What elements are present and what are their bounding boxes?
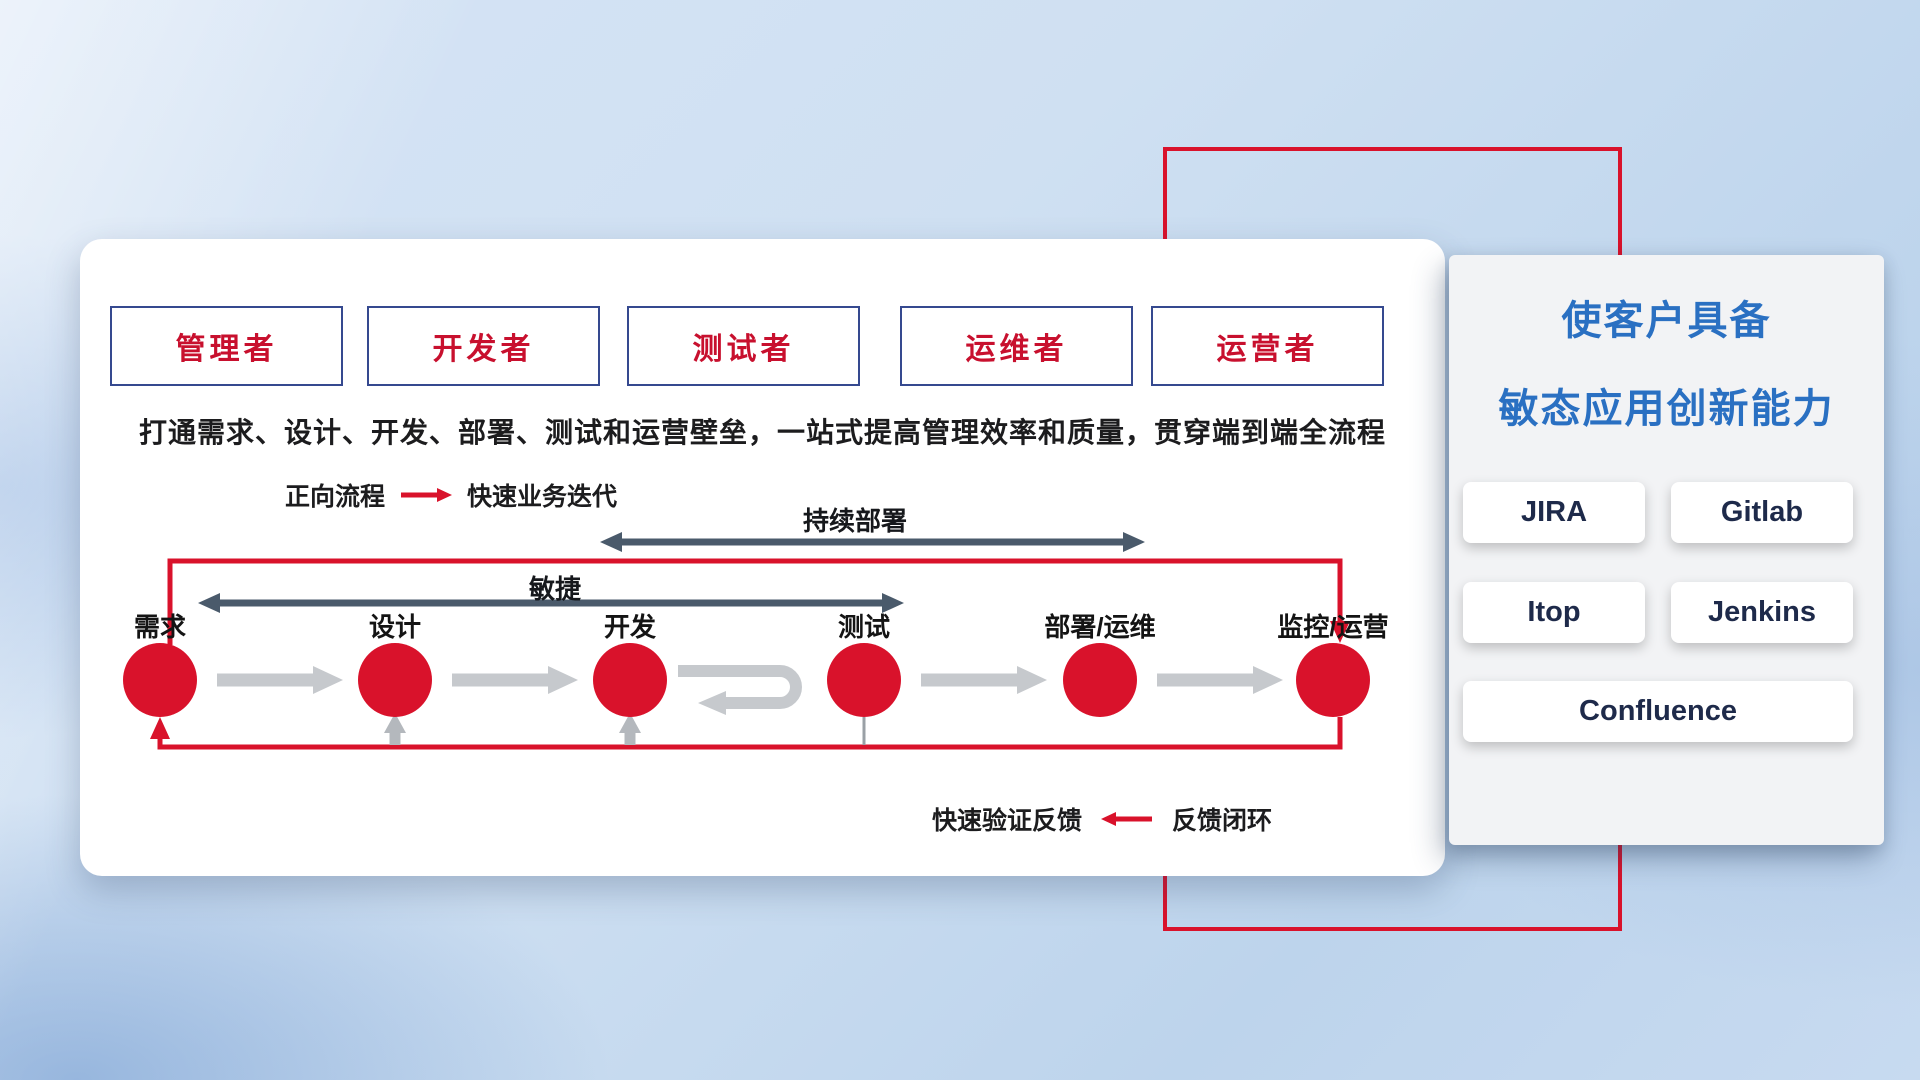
capability-panel: 使客户具备 敏态应用创新能力 JIRA Gitlab Itop Jenkins … xyxy=(1449,255,1884,845)
stage-label-monitor-operate: 监控/运营 xyxy=(1277,612,1389,642)
forward-loop-line xyxy=(167,558,1350,645)
tool-chip-itop: Itop xyxy=(1463,582,1645,643)
flow-diagram-graphic xyxy=(123,532,1370,750)
continuous-deployment-span-label: 持续部署 xyxy=(802,506,907,536)
feedback-legend-caption: 快速验证反馈 xyxy=(932,807,1083,835)
role-box-manager: 管理者 xyxy=(110,306,343,386)
role-box-ops: 运维者 xyxy=(900,306,1133,386)
role-label: 开发者 xyxy=(432,333,535,366)
agile-span-label: 敏捷 xyxy=(528,574,581,604)
capability-title: 使客户具备 敏态应用创新能力 xyxy=(1449,277,1884,453)
tool-chip-jira: JIRA xyxy=(1463,482,1645,543)
stage-node-development xyxy=(593,643,667,717)
stage-node-requirements xyxy=(123,643,197,717)
stage-label-design: 设计 xyxy=(368,612,421,642)
stage-node-monitor-operate xyxy=(1296,643,1370,717)
tool-chip-confluence: Confluence xyxy=(1463,681,1853,742)
stage-label-testing: 测试 xyxy=(837,612,890,642)
feedback-arrow-icon xyxy=(1100,805,1154,834)
capability-title-line1: 使客户具备 xyxy=(1561,299,1772,343)
tool-chip-jenkins: Jenkins xyxy=(1671,582,1853,643)
feedback-loop-line xyxy=(150,717,1343,750)
capability-title-line2: 敏态应用创新能力 xyxy=(1498,387,1835,431)
forward-legend-caption: 快速业务迭代 xyxy=(467,483,618,511)
role-label: 运维者 xyxy=(965,333,1068,366)
flow-arrow xyxy=(452,666,578,694)
role-label: 测试者 xyxy=(692,333,795,366)
role-label: 运营者 xyxy=(1216,333,1319,366)
role-box-developer: 开发者 xyxy=(367,306,600,386)
role-label: 管理者 xyxy=(175,333,278,366)
stage-label-development: 开发 xyxy=(603,612,656,642)
stage-label-deploy-ops: 部署/运维 xyxy=(1044,612,1156,642)
feedback-up-arrow xyxy=(384,713,406,745)
forward-legend: 正向流程 快速业务迭代 xyxy=(285,477,617,513)
flow-arrow xyxy=(217,666,343,694)
workflow-panel: 管理者 开发者 测试者 运维者 运营者 打通需求、设计、开发、部署、测试和运营壁… xyxy=(80,239,1445,876)
description-text: 打通需求、设计、开发、部署、测试和运营壁垒，一站式提高管理效率和质量，贯穿端到端… xyxy=(138,417,1386,448)
stage-node-testing xyxy=(827,643,901,717)
forward-legend-label: 正向流程 xyxy=(285,483,386,511)
stage-label-requirements: 需求 xyxy=(133,612,186,642)
feedback-legend-label: 反馈闭环 xyxy=(1172,807,1273,835)
stage-node-design xyxy=(358,643,432,717)
agile-span-arrow xyxy=(198,593,904,613)
flow-arrow xyxy=(921,666,1047,694)
feedback-up-arrow xyxy=(619,713,641,745)
continuous-deployment-span-arrow xyxy=(600,532,1145,552)
flow-arrow xyxy=(1157,666,1283,694)
tool-chip-gitlab: Gitlab xyxy=(1671,482,1853,543)
role-box-operator: 运营者 xyxy=(1151,306,1384,386)
role-box-tester: 测试者 xyxy=(627,306,860,386)
forward-arrow-icon xyxy=(399,481,453,510)
iteration-hook-arrow xyxy=(678,665,802,715)
stage-node-deploy-ops xyxy=(1063,643,1137,717)
feedback-legend: 快速验证反馈 反馈闭环 xyxy=(932,801,1272,837)
